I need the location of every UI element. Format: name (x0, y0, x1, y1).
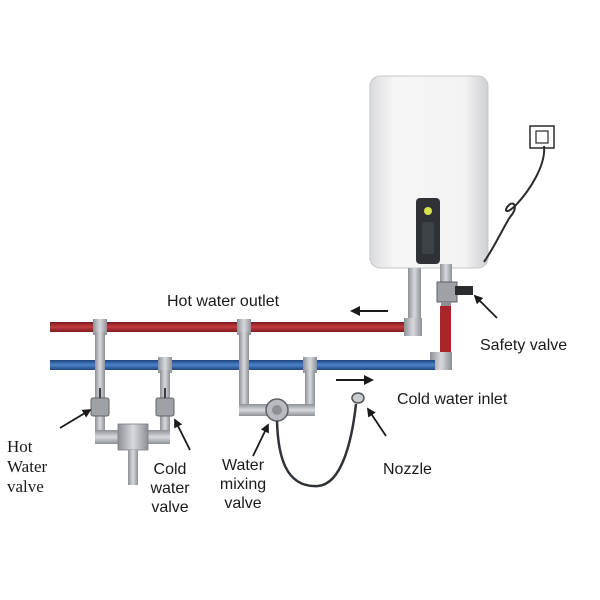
faucet-spout (128, 450, 138, 485)
nozzle-label: Nozzle (383, 461, 432, 478)
cold-water-valve (155, 388, 175, 417)
pointer-arrow-icon (367, 407, 387, 437)
water-mixing-valve-label: Water mixing valve (219, 457, 267, 512)
pointer-arrow-icon (174, 418, 191, 451)
water-heater-icon (369, 75, 489, 269)
shower-hose (275, 403, 358, 488)
hot-water-outlet-label: Hot water outlet (167, 293, 280, 310)
pointer-arrow-icon (473, 294, 498, 319)
water-mixing-valve (265, 398, 289, 422)
power-cord-icon (483, 145, 546, 263)
cold-water-valve-label: Cold water valve (150, 461, 190, 516)
indicator-light (424, 207, 432, 215)
hot-outlet-riser (408, 268, 421, 324)
pointer-arrow-icon (59, 409, 92, 429)
cold-supply-riser (440, 306, 451, 356)
pointer-arrow-icon (252, 423, 269, 457)
hot-water-valve-label: Hot Water valve (7, 437, 48, 496)
safety-valve-label: Safety valve (480, 337, 568, 354)
cold-water-inlet-label: Cold water inlet (397, 391, 508, 408)
nozzle (351, 392, 365, 404)
safety-valve (436, 281, 473, 310)
hot-water-pipe (50, 322, 412, 332)
hot-water-valve (90, 388, 110, 417)
power-socket-icon (529, 125, 555, 149)
